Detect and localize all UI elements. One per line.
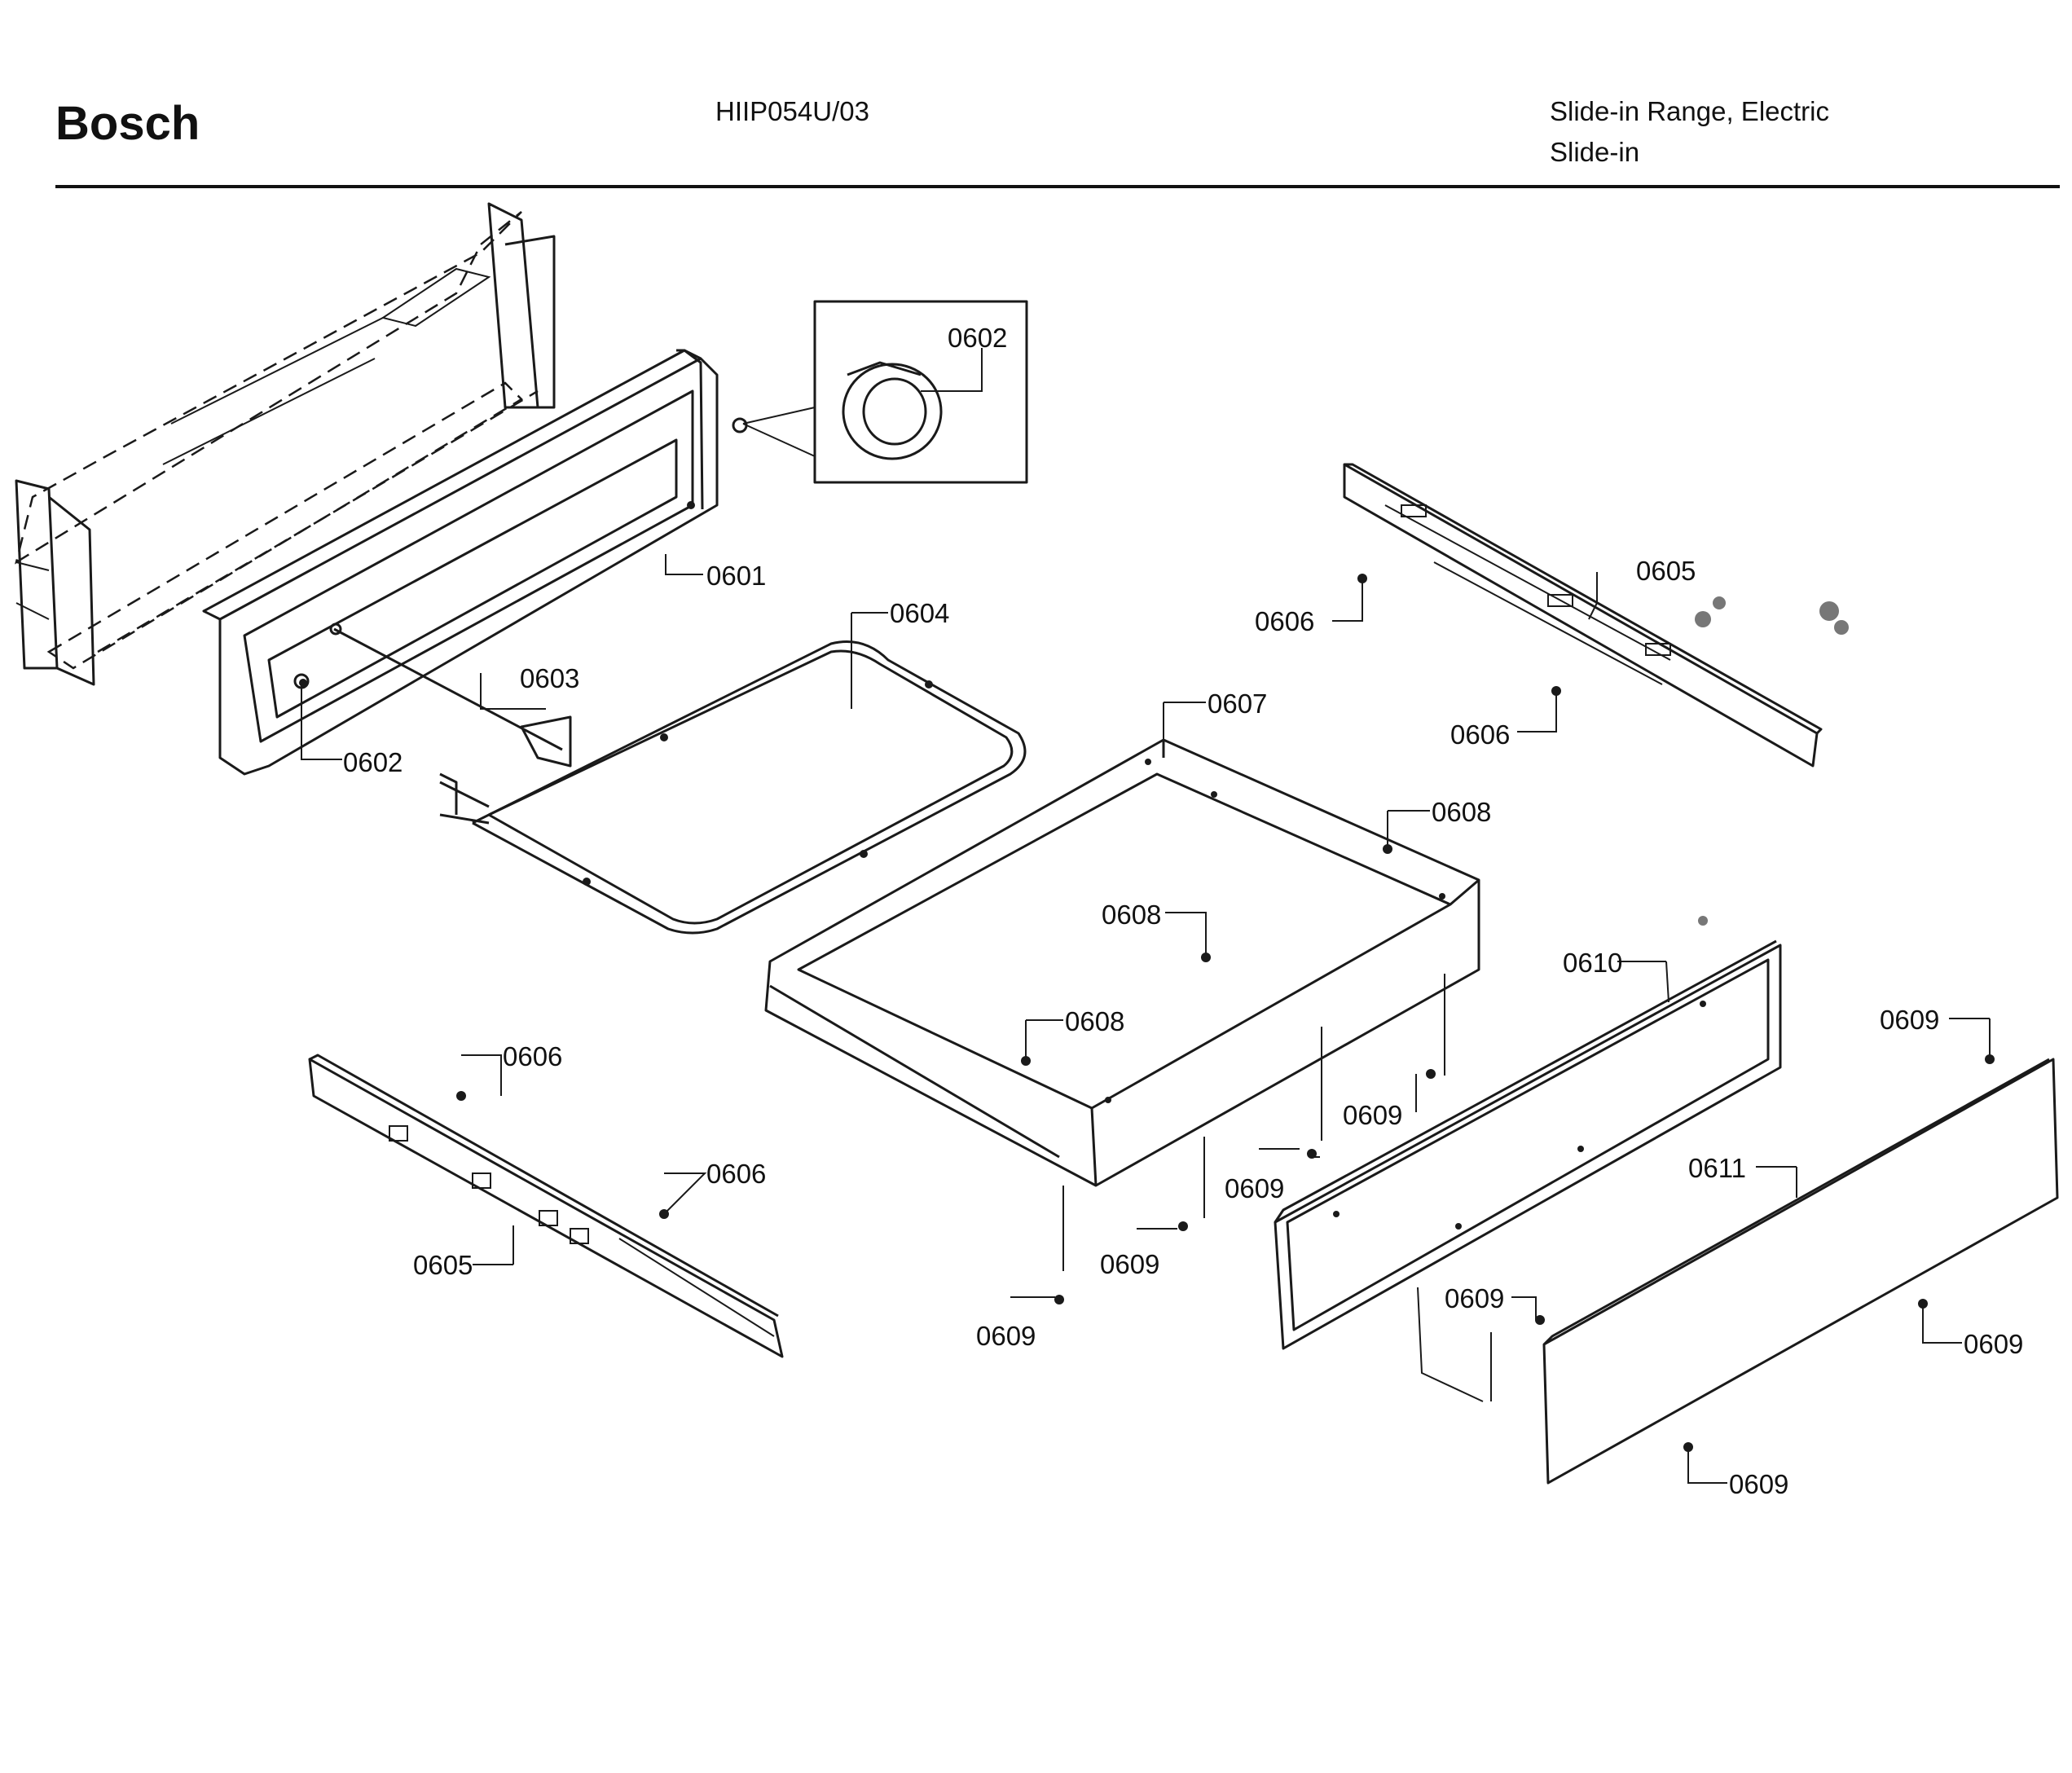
callout-0609-drawer-bottom: 0609 [976,1321,1036,1351]
part-0605-slide-left [308,1054,784,1358]
callout-0606-right-top: 0606 [1255,606,1314,636]
part-0610-panel [1274,939,1782,1350]
callout-0609-panel-bottom: 0609 [1729,1469,1788,1499]
callout-0608-center: 0608 [1102,900,1161,930]
callout-0609-drawer-right: 0609 [1343,1100,1402,1130]
part-0601-frame [202,349,719,776]
callout-0607: 0607 [1208,689,1267,719]
callout-0609-panel-right: 0609 [1964,1329,2023,1359]
callout-0609-drawer-left: 0609 [1100,1249,1159,1279]
header-rule [55,185,2060,188]
callout-0608-right: 0608 [1432,797,1491,827]
callout-0606-left-top: 0606 [503,1041,562,1071]
callout-0606-right-bottom: 0606 [1450,719,1510,750]
callout-0609-panel-top: 0609 [1880,1005,1939,1035]
callout-0602-frame: 0602 [343,747,403,777]
brand-name: Bosch [55,97,200,150]
leader-lines [301,348,1991,1484]
callout-0605-right: 0605 [1636,556,1696,586]
callout-0601: 0601 [706,561,766,591]
callout-0602-inset: 0602 [948,323,1007,353]
callout-0611: 0611 [1688,1153,1746,1183]
callout-0609-drawer-mid: 0609 [1225,1173,1284,1203]
knob-inset [732,300,1028,484]
screws [456,574,1995,1452]
range-body-outline [15,202,556,686]
callout-0610: 0610 [1563,948,1622,978]
product-subtype: Slide-in [1550,137,1640,167]
callout-0608-left: 0608 [1065,1006,1124,1036]
part-0603-sensor [293,623,572,768]
callout-0609-panel-left: 0609 [1445,1283,1504,1313]
callout-0606-left-bottom: 0606 [706,1159,766,1189]
model-number: HIIP054U/03 [715,96,869,126]
part-0605-slide-right [1343,463,1823,768]
callout-labels: 0601 0602 0602 0603 0604 0605 0606 0606 … [343,323,2023,1499]
callout-0604: 0604 [890,598,949,628]
callout-0605-left: 0605 [413,1250,473,1280]
product-type: Slide-in Range, Electric [1550,96,1829,126]
part-0611-front-panel [1542,1058,2059,1485]
scan-specks [1695,596,1849,926]
callout-0603: 0603 [520,663,579,693]
